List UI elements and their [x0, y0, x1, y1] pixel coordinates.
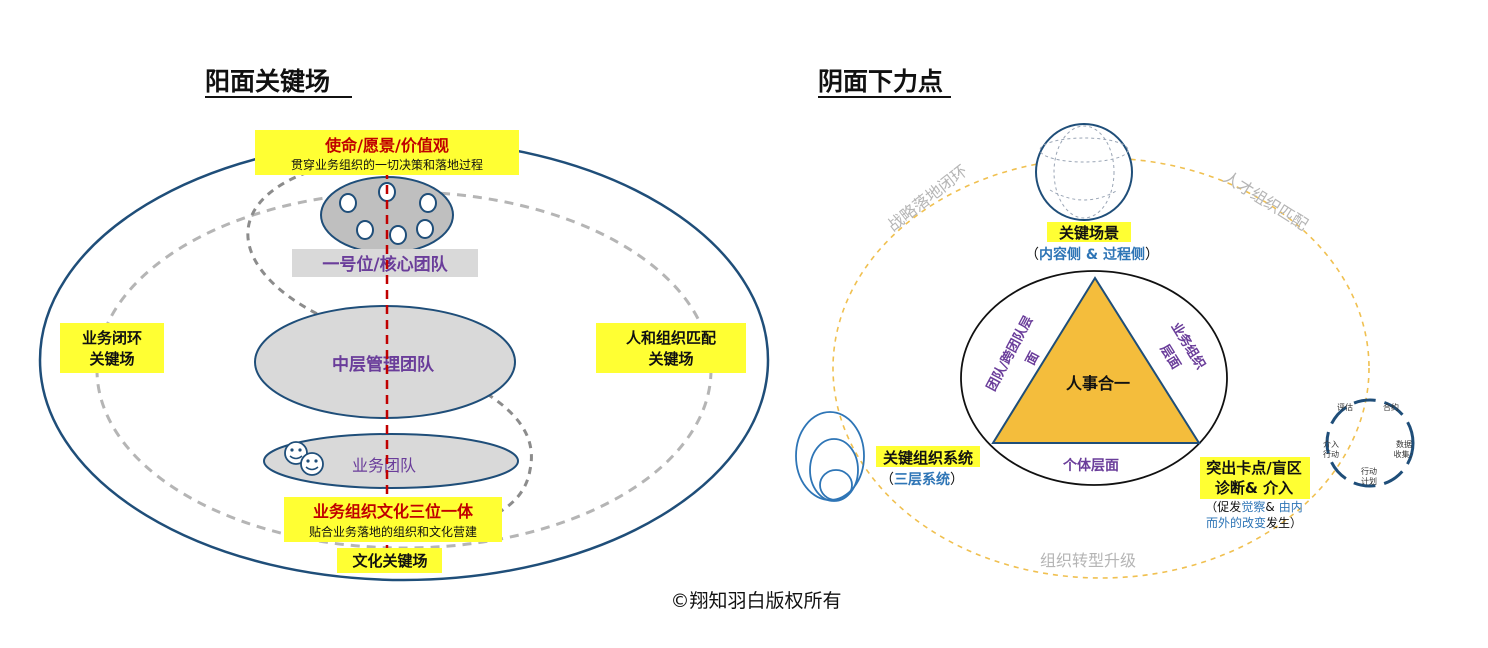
core-team-label-bg: [292, 249, 478, 277]
breakthrough-box: [1200, 457, 1310, 499]
cycle-ring: [1325, 398, 1415, 488]
smiley-mouth-icon: [289, 455, 303, 460]
smiley-icon: [300, 452, 324, 476]
right-match-line1: 人和组织匹配: [626, 329, 716, 347]
smiley-mouth-icon: [305, 466, 319, 471]
cycle-intervene-2: 行动: [1323, 449, 1339, 459]
smiley-eye-icon: [306, 459, 310, 463]
right-match-line2: 关键场: [648, 350, 693, 368]
cycle-contract: 合约: [1383, 402, 1399, 412]
cycle-evaluate: 评估: [1337, 402, 1353, 412]
culture-box: [284, 497, 502, 542]
mission-subtitle: 贯穿业务组织的一切决策和落地过程: [291, 157, 483, 172]
arc-label-transformation: 组织转型升级: [1040, 551, 1136, 570]
business-team-label: 业务团队: [352, 456, 416, 475]
person-circle-icon: [356, 220, 374, 240]
business-team-ellipse: [263, 433, 519, 489]
key-org-subtitle: （三层系统）: [880, 471, 964, 488]
cycle-intervene-1: 介入: [1323, 440, 1339, 449]
culture-field-label: 文化关键场: [352, 552, 427, 570]
cycle-data-1: 数据: [1396, 439, 1412, 449]
culture-subtitle: 贴合业务落地的组织和文化营建: [309, 524, 477, 539]
cycle-data-2: 收集;: [1394, 449, 1413, 459]
key-scene-subtitle: （内容侧 & 过程侧）: [1025, 246, 1159, 263]
key-scene-title: 关键场景: [1059, 224, 1119, 242]
copyright: ©翔知羽白版权所有: [670, 590, 841, 612]
core-team-label: 一号位/核心团队: [322, 254, 448, 275]
cycle-action-2: 计划: [1361, 476, 1377, 486]
left-loop-line1: 业务闭环: [82, 329, 142, 347]
left-loop-line2: 关键场: [89, 350, 134, 368]
breakthrough-title2: 诊断& 介入: [1215, 479, 1293, 497]
key-org-title: 关键组织系统: [883, 449, 973, 467]
mission-title: 使命/愿景/价值观: [324, 136, 449, 155]
culture-field-box: [337, 548, 442, 573]
scene-sphere-icon: [1035, 123, 1133, 221]
unity-triangle: [991, 276, 1201, 444]
culture-title: 业务组织文化三位一体: [313, 502, 474, 521]
three-layer-circles-icon: [795, 411, 865, 502]
breakthrough-line3: （促发觉察&由内: [1205, 499, 1302, 514]
cycle-action-1: 行动: [1361, 466, 1377, 476]
smiley-eye-icon: [314, 459, 318, 463]
bottom-individual-label: 个体层面: [1062, 457, 1119, 474]
middle-team-label: 中层管理团队: [332, 354, 435, 375]
smiley-faces: [284, 441, 324, 476]
person-circle-icon: [339, 193, 357, 213]
consulting-cycle: 评估 合约 数据 收集; 行动 计划 介入 行动: [1323, 398, 1415, 488]
left-loop-box: [60, 323, 164, 373]
person-circle-icon: [389, 225, 407, 245]
arc-label-talent: 人才组织匹配: [1220, 167, 1311, 234]
key-scene-box: [1047, 222, 1131, 242]
right-heading: 阴面下力点: [818, 67, 943, 96]
arc-label-strategy: 战略落地闭环: [884, 161, 971, 235]
smiley-eye-icon: [290, 448, 294, 452]
breakthrough-line4: 而外的改变发生）: [1206, 515, 1302, 530]
orange-dashed-ellipse: [832, 157, 1370, 579]
right-match-box: [596, 323, 746, 373]
smiley-eye-icon: [298, 448, 302, 452]
people-circles: [339, 182, 437, 245]
person-circle-icon: [419, 193, 437, 213]
mission-box: [255, 130, 519, 175]
breakthrough-title1: 突出卡点/盲区: [1206, 459, 1301, 477]
key-org-box: [876, 446, 980, 467]
side-left-line2: 面: [1023, 349, 1042, 368]
left-heading: 阳面关键场: [205, 67, 330, 96]
person-circle-icon: [416, 219, 434, 239]
triangle-center-label: 人事合一: [1066, 374, 1130, 393]
middle-team-ellipse: [254, 305, 516, 419]
